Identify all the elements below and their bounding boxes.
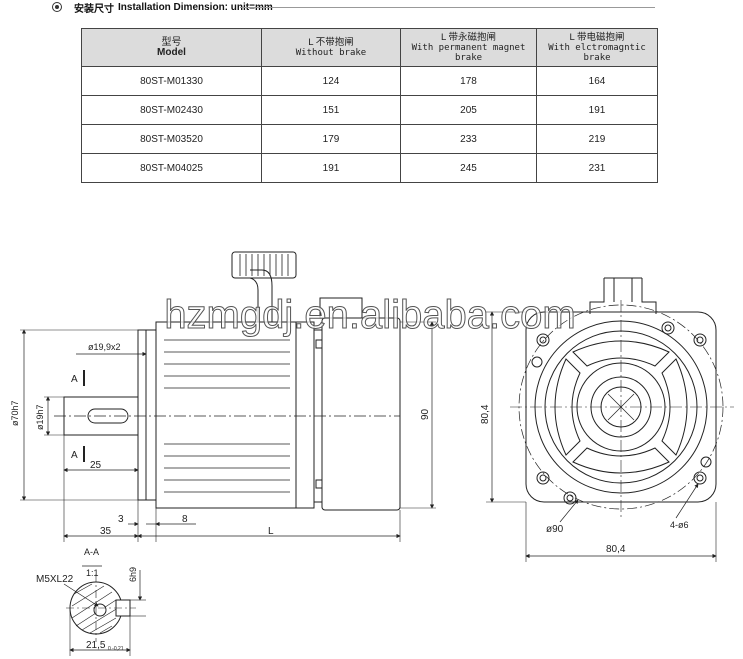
label-L: L: [268, 526, 274, 537]
bullet-icon: [52, 2, 62, 12]
plug-connector: [231, 251, 297, 279]
front-view-labels: 80,4 ø90 4-ø6 80,4: [480, 404, 689, 555]
shaft-key: [87, 408, 129, 424]
window-cutout: [554, 358, 581, 456]
cell-model: 80ST-M03520: [81, 124, 262, 154]
header-electromagnetic-brake-cn: L 带电磁抱闸: [569, 31, 625, 43]
cell-model: 80ST-M02430: [81, 95, 262, 125]
cell-value: 164: [536, 66, 658, 96]
flange: [137, 329, 147, 501]
label-6h9: 6h9: [128, 567, 138, 582]
cell-value: 191: [261, 153, 401, 183]
cell-model: 80ST-M01330: [81, 66, 262, 96]
screw: [315, 479, 323, 489]
label-90-dia: ø90: [546, 524, 564, 535]
label-3: 3: [118, 514, 124, 525]
cable: [250, 269, 273, 322]
mounting-hole: [693, 471, 707, 485]
table-row: 80ST-M04025 191 245 231: [81, 153, 658, 183]
plug-ridges: [239, 254, 289, 276]
heading-rule: [240, 7, 655, 8]
rear-cap: [321, 317, 401, 511]
screw: [315, 339, 323, 349]
header-permanent-brake-en: With permanent magnet brake: [411, 42, 526, 63]
label-70h7: ø70h7: [10, 400, 20, 426]
section-view-labels: A-A 1:1 M5XL22 6h9 21,5 0 -0,21: [36, 547, 138, 652]
label-35: 35: [100, 526, 112, 537]
side-view: [20, 251, 436, 542]
label-19-9x2: ø19,9x2: [88, 342, 121, 352]
cooling-fins: [164, 339, 290, 493]
cell-value: 245: [400, 153, 537, 183]
encoder-cap: [319, 297, 363, 319]
label-21-5: 21,5: [86, 640, 106, 651]
label-19h7: ø19h7: [35, 404, 45, 430]
cell-value: 191: [536, 95, 658, 125]
header-model-cn: 型号: [161, 36, 182, 48]
label-holes: 4-ø6: [670, 520, 689, 530]
header-electromagnetic-brake: L 带电磁抱闸 With elctromagntic brake: [536, 28, 658, 67]
header-model-en: Model: [157, 46, 186, 58]
connector-plate: [295, 321, 315, 509]
header-without-brake: L 不带抱闸 Without brake: [261, 28, 401, 67]
mounting-hole: [563, 491, 577, 505]
cell-model: 80ST-M04025: [81, 153, 262, 183]
cell-value: 179: [261, 124, 401, 154]
cell-value: 178: [400, 66, 537, 96]
window-cutout: [661, 358, 688, 456]
heading-en: Installation Dimension: unit=mm: [118, 1, 273, 13]
header-model: 型号 Model: [81, 28, 262, 67]
label-section-title: A-A: [84, 547, 99, 557]
section-view: [63, 565, 146, 656]
label-tolerance: 0 -0,21: [108, 646, 124, 652]
label-thread: M5XL22: [36, 574, 74, 585]
label-90: 90: [420, 408, 431, 420]
leader-thread: [63, 583, 99, 607]
leader-90: [559, 499, 579, 523]
leader-holes: [675, 483, 699, 519]
dimension-table: 型号 Model L 不带抱闸 Without brake L 带永磁抱闸 Wi…: [81, 28, 658, 183]
mounting-hole: [536, 471, 550, 485]
tapped-hole: [93, 603, 107, 617]
header-without-brake-en: Without brake: [295, 47, 367, 58]
header-without-brake-cn: L 不带抱闸: [308, 36, 354, 48]
section-heading: 安装尺寸 Installation Dimension: unit=mm: [52, 0, 273, 15]
table-header-row: 型号 Model L 不带抱闸 Without brake L 带永磁抱闸 Wi…: [81, 28, 658, 67]
mounting-hole: [536, 333, 550, 347]
window-cutout: [572, 340, 670, 367]
connector-bracket: [641, 278, 657, 314]
cell-value: 231: [536, 153, 658, 183]
label-25: 25: [90, 460, 102, 471]
label-section-a-top: A: [71, 374, 78, 385]
mounting-hole: [693, 333, 707, 347]
side-view-labels: ø19,9x2 ø70h7 ø19h7 A A 25 3 8 35 L 90: [10, 342, 431, 537]
mounting-hole: [661, 321, 675, 335]
heading-cn: 安装尺寸: [74, 3, 114, 15]
connector-bracket: [589, 278, 605, 314]
window-cutout: [572, 447, 670, 474]
label-80-4-h: 80,4: [606, 544, 626, 555]
table-row: 80ST-M02430 151 205 191: [81, 95, 658, 125]
front-view: [486, 277, 734, 562]
label-8: 8: [182, 514, 188, 525]
label-section-a-bottom: A: [71, 450, 78, 461]
label-section-scale: 1:1: [86, 568, 99, 578]
header-electromagnetic-brake-en: With elctromagntic brake: [548, 42, 646, 63]
header-permanent-brake-cn: L 带永磁抱闸: [440, 31, 497, 43]
label-80-4-v: 80,4: [480, 404, 491, 424]
watermark: hzmgdj.en.alibaba.com: [164, 293, 575, 337]
flange-step: [145, 329, 157, 501]
header-permanent-brake: L 带永磁抱闸 With permanent magnet brake: [400, 28, 537, 67]
